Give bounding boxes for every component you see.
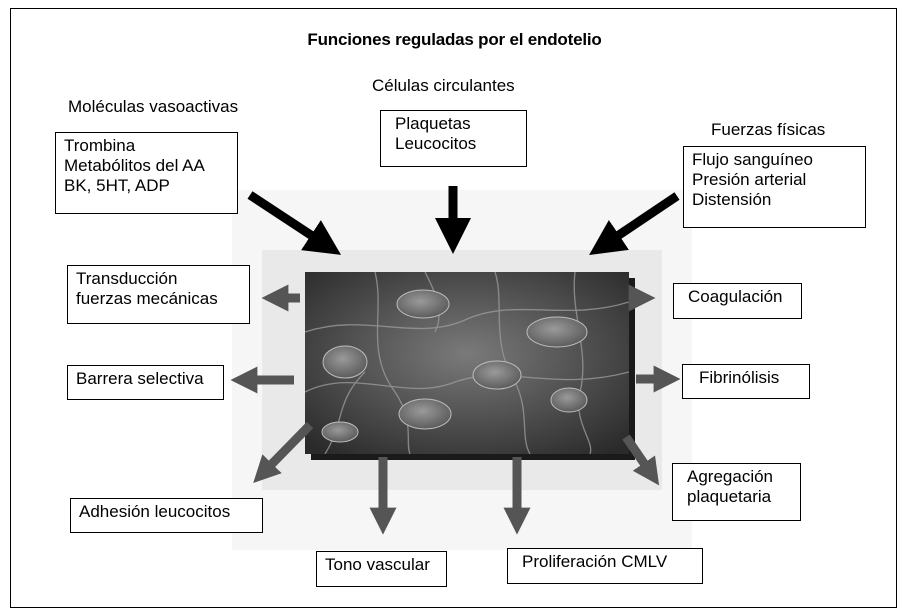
output-box-tono: Tono vascular bbox=[316, 551, 447, 587]
output-box-barrera: Barrera selectiva bbox=[67, 365, 224, 400]
category-cells: Células circulantes bbox=[372, 76, 515, 95]
diagram-title: Funciones reguladas por el endotelio bbox=[307, 30, 602, 49]
output-box-fibrinolisis: Fibrinólisis bbox=[682, 364, 810, 399]
input-box-cells: Plaquetas Leucocitos bbox=[380, 110, 527, 167]
output-box-agregacion: Agregación plaquetaria bbox=[672, 463, 801, 521]
category-molecular: Moléculas vasoactivas bbox=[68, 97, 239, 116]
input-molecular-line: BK, 5HT, ADP bbox=[64, 176, 170, 195]
input-cells-line: Plaquetas bbox=[395, 114, 471, 133]
cell-nuclei bbox=[321, 289, 588, 443]
output-proliferacion-text: Proliferación CMLV bbox=[522, 552, 668, 571]
output-transduccion-line: fuerzas mecánicas bbox=[76, 289, 218, 308]
input-cells-line: Leucocitos bbox=[395, 134, 477, 153]
arrow-forces-to-endothelium bbox=[589, 192, 680, 256]
output-fibrinolisis-text: Fibrinólisis bbox=[699, 368, 780, 387]
endothelium-micrograph bbox=[305, 272, 629, 454]
input-molecular-line: Metabólitos del AA bbox=[64, 156, 205, 175]
arrow-to-adhesion bbox=[253, 421, 314, 484]
output-barrera-text: Barrera selectiva bbox=[76, 369, 204, 388]
output-adhesion-text: Adhesión leucocitos bbox=[79, 502, 231, 521]
output-agregacion-line: plaquetaria bbox=[687, 487, 772, 506]
input-forces-line: Distensión bbox=[692, 190, 772, 209]
input-forces-line: Presión arterial bbox=[692, 170, 807, 189]
input-box-molecular: Trombina Metabólitos del AA BK, 5HT, ADP bbox=[55, 132, 238, 214]
output-box-coagulacion: Coagulación bbox=[673, 283, 802, 319]
input-forces-line: Flujo sanguíneo bbox=[692, 150, 813, 169]
arrow-to-agregacion bbox=[622, 434, 660, 486]
arrow-molecular-to-endothelium bbox=[247, 191, 342, 255]
cell-borders bbox=[305, 272, 629, 454]
category-forces: Fuerzas físicas bbox=[711, 120, 826, 139]
output-agregacion-line: Agregación bbox=[687, 467, 774, 486]
input-molecular-line: Trombina bbox=[64, 136, 136, 155]
output-coagulacion-text: Coagulación bbox=[688, 287, 783, 306]
output-transduccion-line: Transducción bbox=[76, 269, 178, 288]
output-tono-text: Tono vascular bbox=[325, 555, 430, 574]
output-box-transduccion: Transducción fuerzas mecánicas bbox=[67, 265, 250, 324]
output-box-proliferacion: Proliferación CMLV bbox=[507, 548, 703, 584]
output-box-adhesion: Adhesión leucocitos bbox=[70, 498, 263, 533]
input-box-forces: Flujo sanguíneo Presión arterial Distens… bbox=[683, 146, 866, 228]
